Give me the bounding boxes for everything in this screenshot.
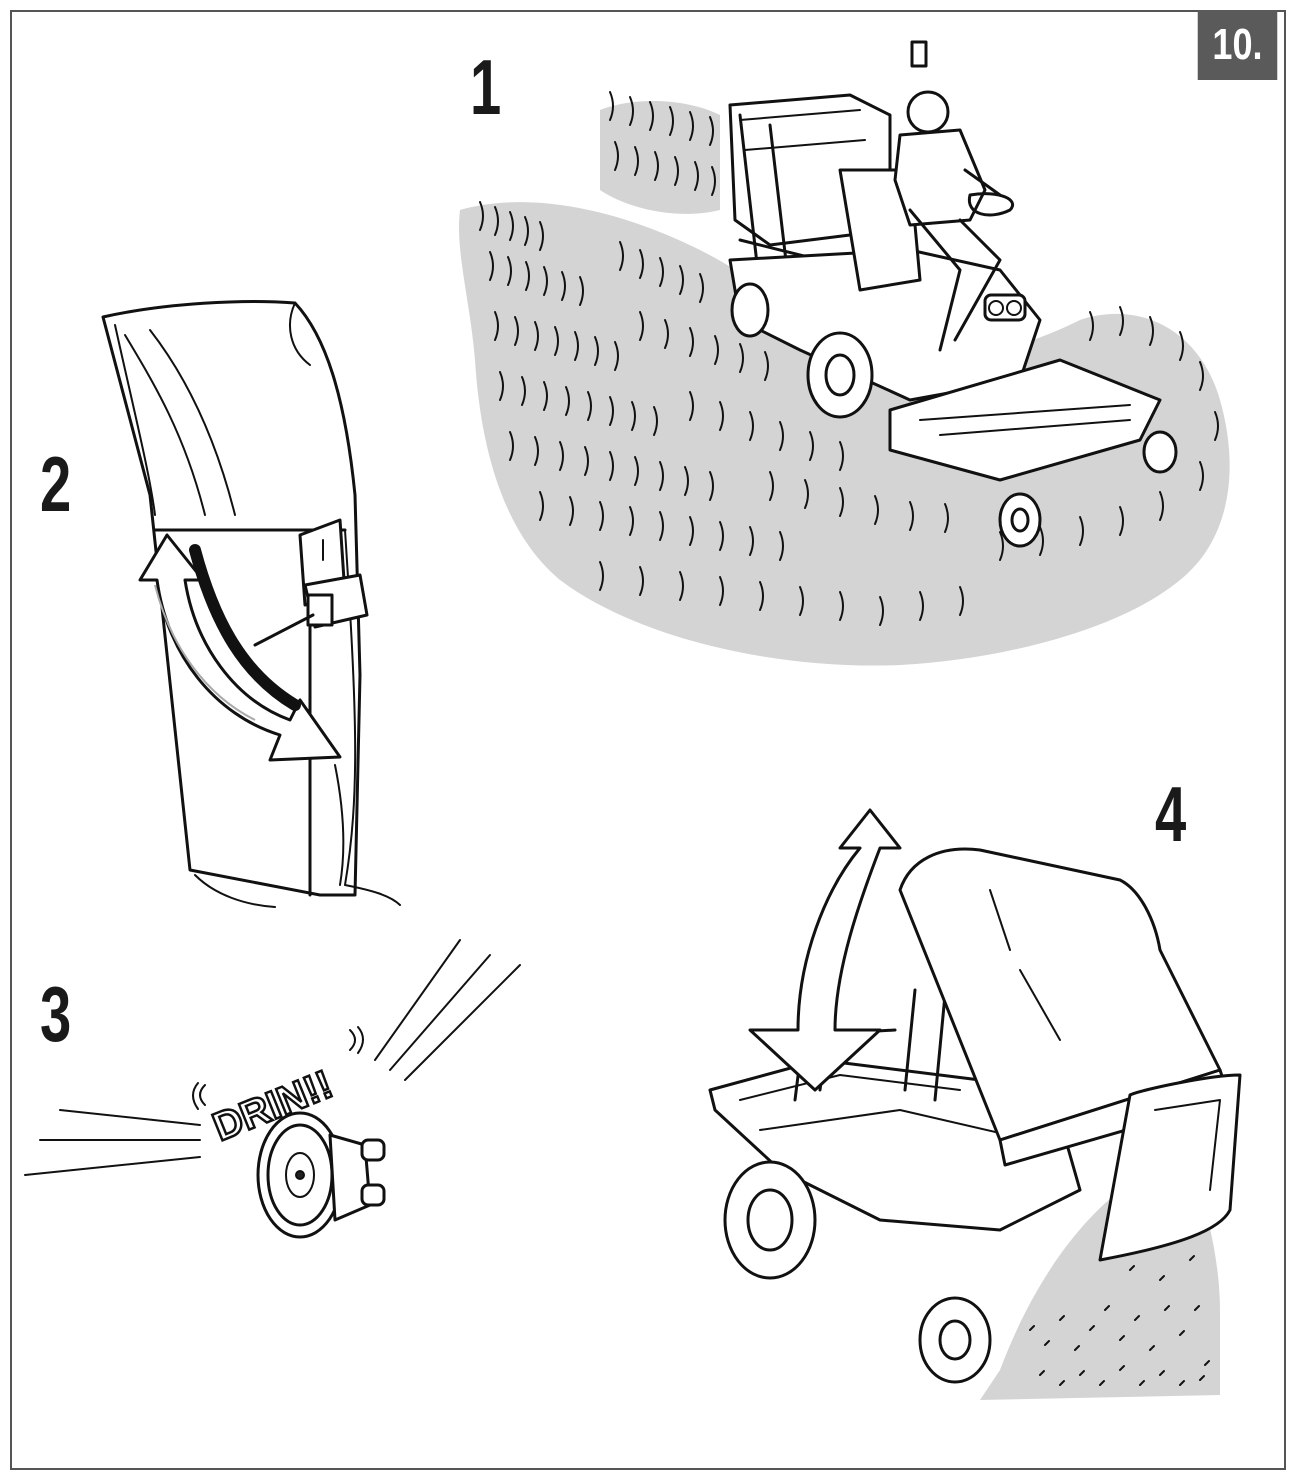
buzzer-illustration: DRIN!! [24, 939, 521, 1239]
step-3-number: 3 [40, 970, 72, 1058]
step-1-number: 1 [470, 43, 502, 131]
step-2-number: 2 [40, 440, 72, 528]
chute-switch-illustration [101, 300, 401, 908]
catcher-tipping-illustration [708, 808, 1242, 1400]
figure-frame [10, 10, 1286, 1470]
figure-number-badge: 10. [1197, 10, 1278, 80]
step-4-number: 4 [1155, 770, 1187, 858]
riding-mower-illustration [458, 40, 1230, 666]
